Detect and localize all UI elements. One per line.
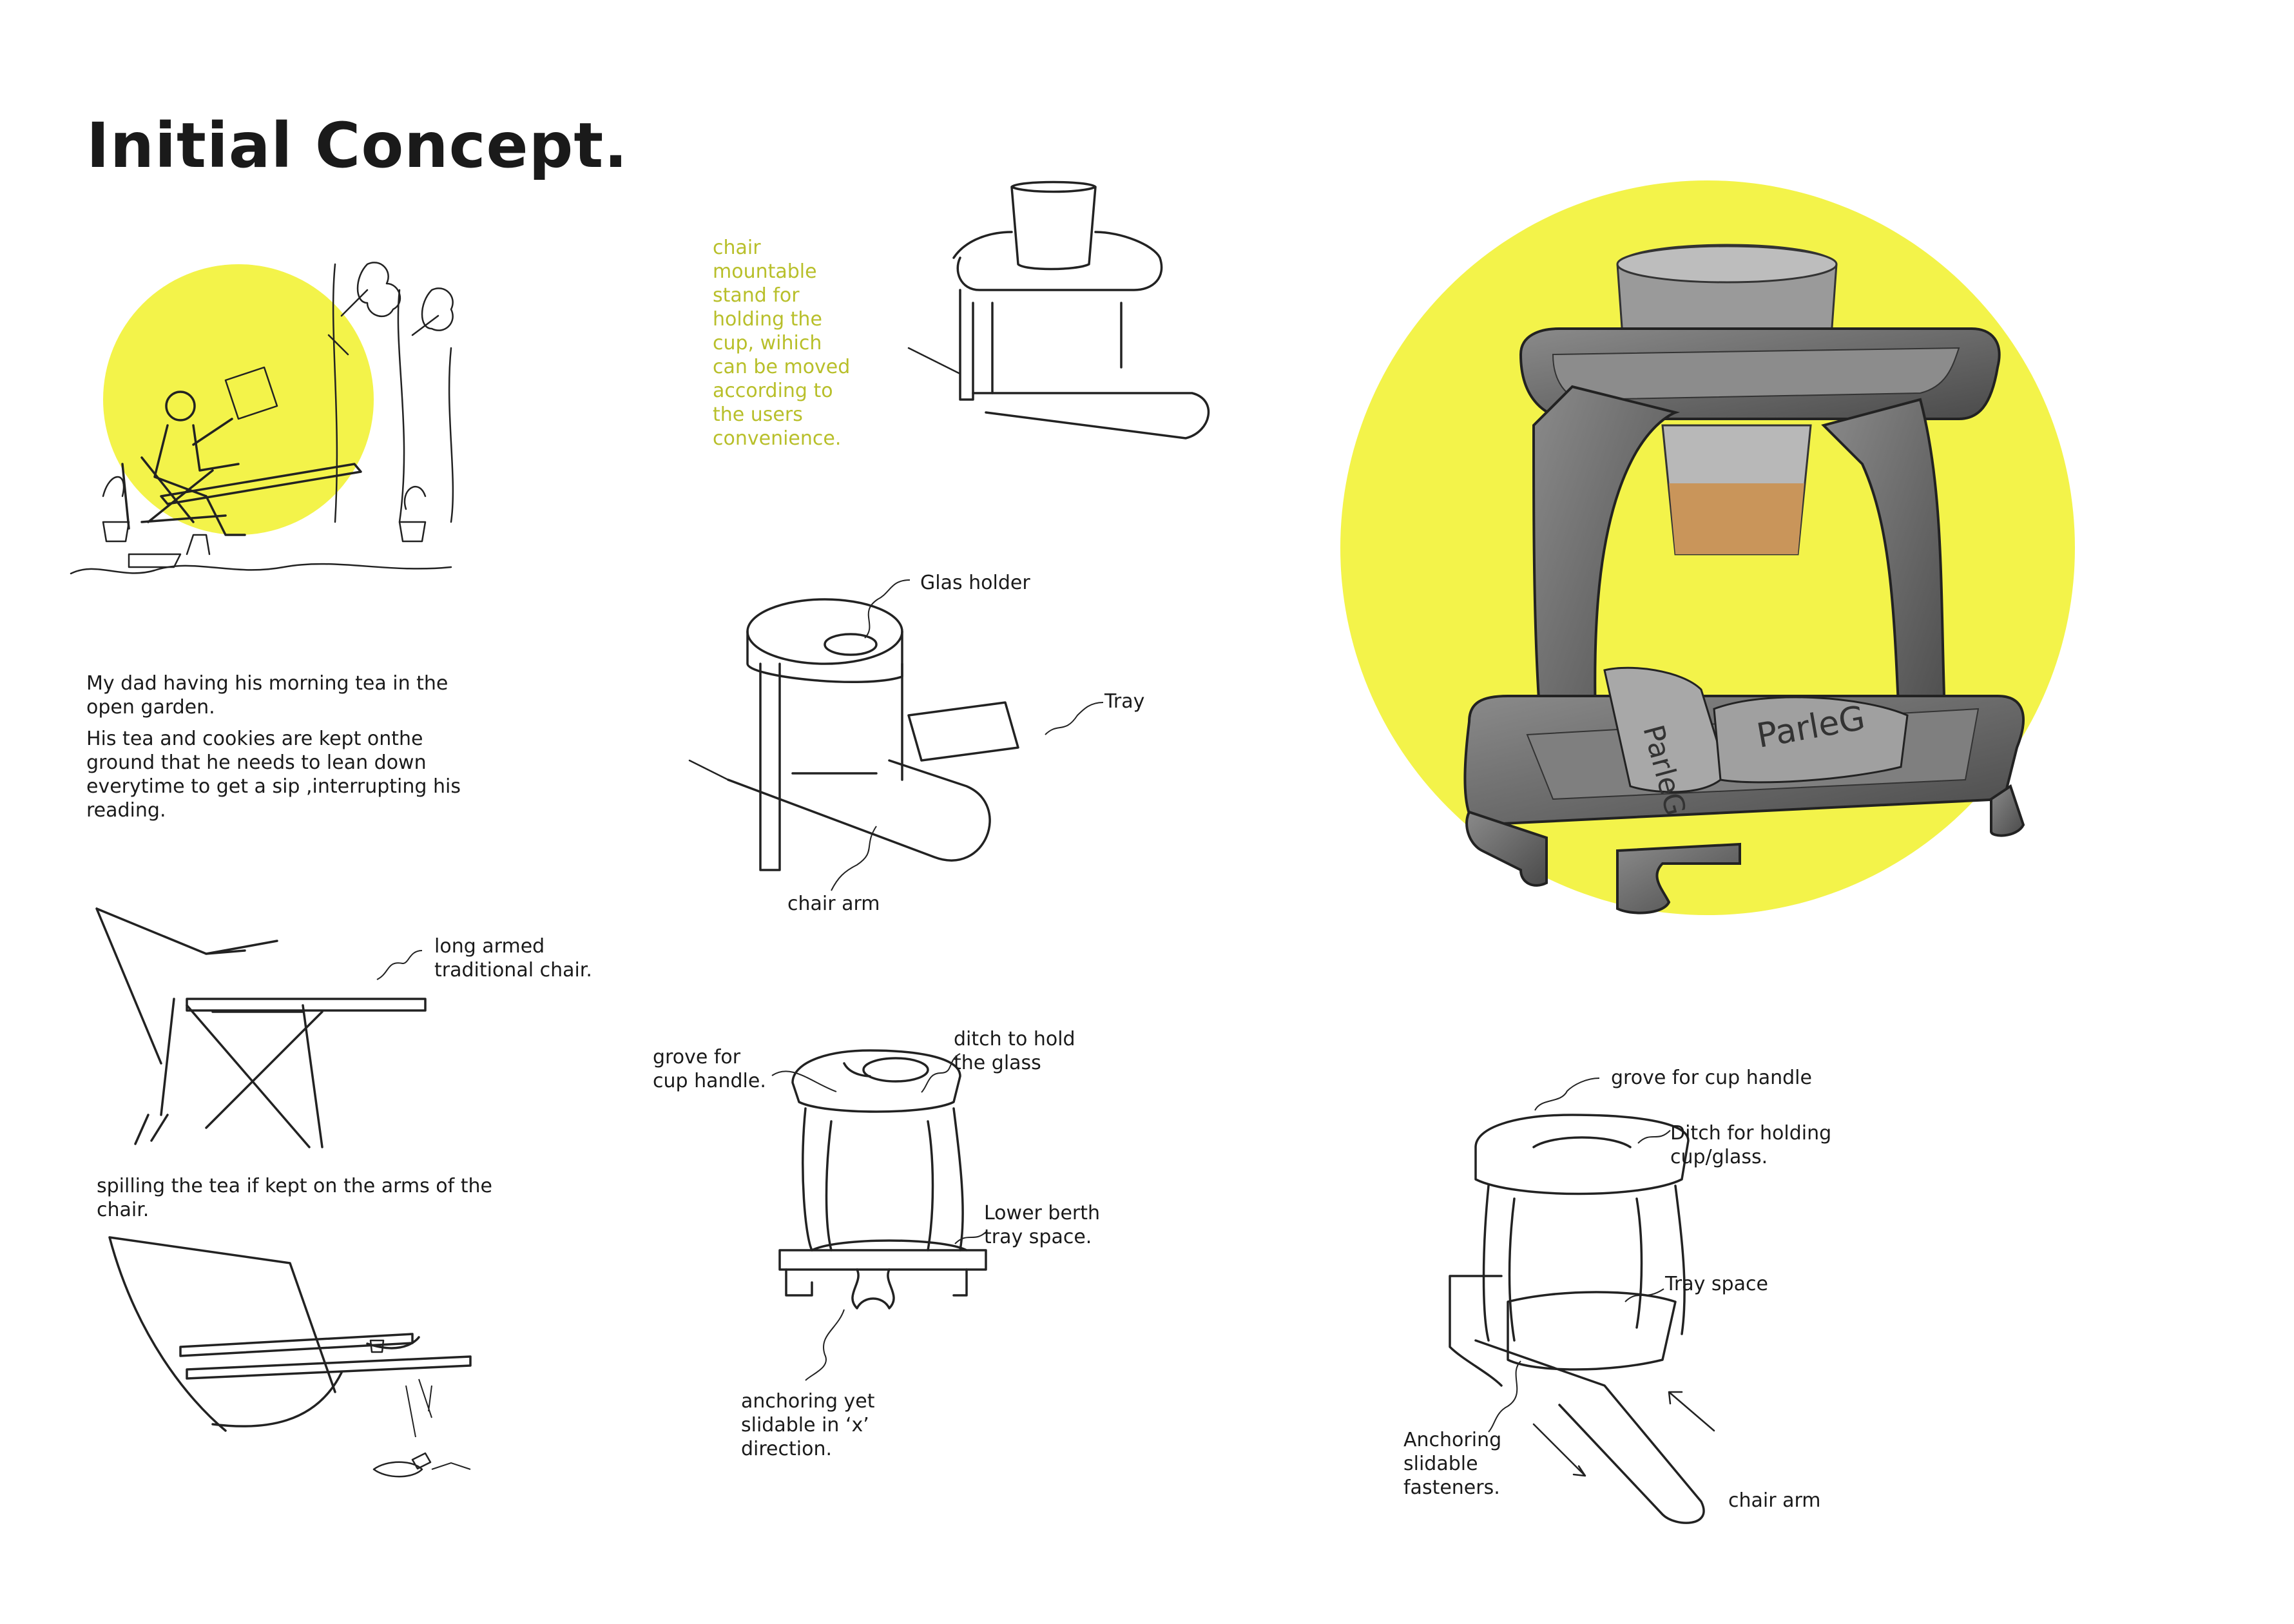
spilling-tea-sketch — [108, 1236, 472, 1478]
label-anchoring-fasteners: Anchoring slidable fasteners. — [1403, 1428, 1501, 1500]
chair-note-line: traditional chair. — [434, 959, 592, 981]
final-stand-sketch — [1449, 1114, 1715, 1524]
chair-note: long armed traditional chair. — [434, 934, 592, 982]
spill-note: spilling the tea if kept on the arms of … — [97, 1174, 492, 1222]
glass-holder-sketch — [688, 598, 1019, 871]
sketch1-note-line: the users — [713, 403, 803, 426]
intro-text: My dad having his morning tea in the ope… — [86, 672, 505, 822]
label-tray: Tray — [1104, 690, 1145, 713]
label-line: Lower berth — [984, 1202, 1101, 1224]
stand-concept-sketch — [778, 1049, 987, 1310]
leader-line — [864, 579, 911, 639]
label-line: fasteners. — [1403, 1476, 1500, 1499]
label-line: anchoring yet — [741, 1390, 875, 1413]
sketch1-note-line: chair — [713, 237, 761, 259]
leader-line — [831, 826, 877, 891]
label-ditch: ditch to hold the glass — [954, 1027, 1075, 1075]
label-line: ditch to hold — [954, 1028, 1075, 1050]
label-line: direction. — [741, 1438, 833, 1460]
label-chair-arm: chair arm — [787, 893, 880, 915]
leader-line — [771, 1070, 837, 1092]
sketch1-note-line: cup, wihich — [713, 332, 822, 354]
intro-line: My dad having his morning tea in the — [86, 672, 448, 695]
sketch1-note-line: mountable — [713, 260, 817, 283]
leader-line — [921, 1053, 961, 1093]
leader-line — [805, 1309, 845, 1381]
sketch1-note-line: convenience. — [713, 427, 842, 450]
label-line: Anchoring — [1403, 1429, 1502, 1451]
intro-line: everytime to get a sip ,interrupting his — [86, 775, 461, 798]
spill-note-line: chair. — [97, 1199, 149, 1221]
leader-line — [954, 1230, 988, 1244]
label-anchoring: anchoring yet slidable in ‘x’ direction. — [741, 1389, 875, 1461]
sketch1-note-line: stand for — [713, 284, 800, 307]
spill-note-line: spilling the tea if kept on the arms of … — [97, 1175, 492, 1197]
cup-stand-sketch — [907, 180, 1210, 440]
intro-line: ground that he needs to lean down — [86, 751, 427, 774]
label-glas-holder: Glas holder — [920, 572, 1030, 594]
traditional-chair-sketch — [95, 907, 427, 1148]
intro-line: open garden. — [86, 696, 215, 719]
label-grove-cup-handle: grove for cup handle — [1611, 1067, 1812, 1089]
leader-line — [376, 950, 423, 980]
label-lower-berth: Lower berth tray space. — [984, 1201, 1100, 1249]
leader-line — [1637, 1130, 1671, 1144]
label-grove: grove for cup handle. — [653, 1045, 766, 1093]
label-ditch-holding: Ditch for holding cup/glass. — [1670, 1121, 1831, 1169]
intro-line: reading. — [86, 799, 166, 822]
leader-line — [1534, 1078, 1600, 1111]
leader-line — [1488, 1360, 1521, 1433]
sketch1-note-line: can be moved — [713, 356, 851, 378]
label-tray-space: Tray space — [1665, 1273, 1768, 1295]
label-line: tray space. — [984, 1226, 1092, 1248]
leader-line — [1045, 702, 1104, 735]
label-line: grove for — [653, 1046, 741, 1068]
sketch1-note-line: according to — [713, 380, 833, 402]
chair-note-line: long armed — [434, 935, 545, 958]
sketch1-note-line: holding the — [713, 308, 822, 331]
concept-render: ParleG ParleG — [1340, 180, 2075, 915]
yellow-circle — [103, 264, 374, 535]
garden-illustration — [70, 262, 454, 575]
leader-line — [1624, 1288, 1664, 1302]
label-line: cup/glass. — [1670, 1146, 1768, 1168]
label-line: the glass — [954, 1052, 1041, 1074]
intro-line: His tea and cookies are kept onthe — [86, 728, 423, 750]
label-chair-arm-2: chair arm — [1728, 1489, 1821, 1512]
label-line: cup handle. — [653, 1070, 766, 1092]
sketch1-note: chair mountable stand for holding the cu… — [713, 236, 850, 450]
label-line: slidable in ‘x’ — [741, 1414, 869, 1436]
page-title: Initial Concept. — [86, 110, 628, 182]
label-line: slidable — [1403, 1453, 1478, 1475]
label-line: Ditch for holding — [1670, 1122, 1832, 1145]
